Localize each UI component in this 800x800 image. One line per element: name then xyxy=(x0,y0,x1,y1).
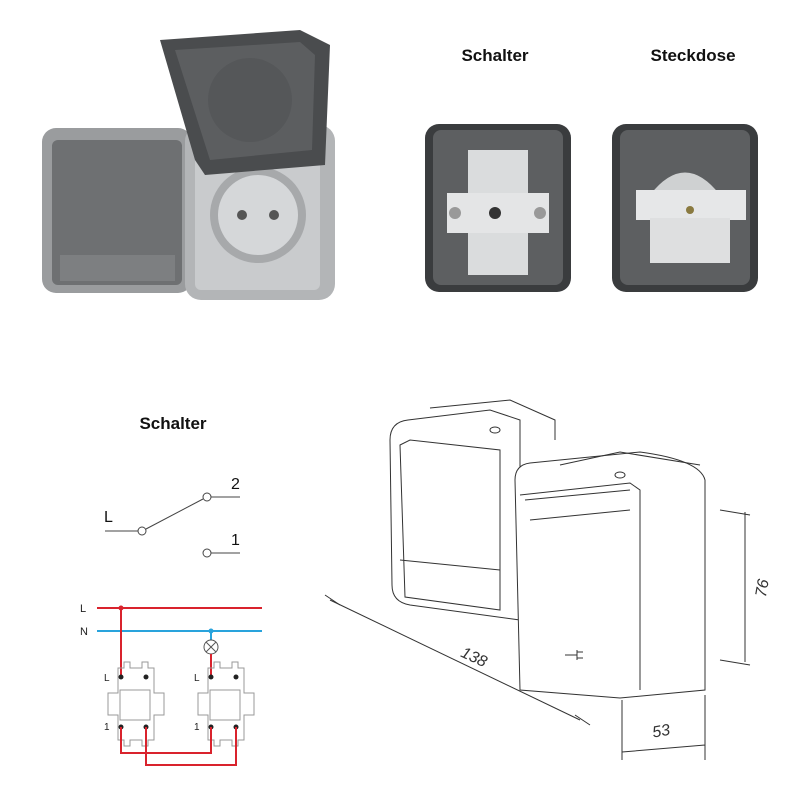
width-dimension-line xyxy=(329,599,581,721)
height-dimension: 76 xyxy=(753,578,773,599)
neutral-label: N xyxy=(80,626,88,638)
photo-socket-interior xyxy=(612,124,758,292)
contact-l-circle xyxy=(137,526,147,536)
wiring-diagram xyxy=(97,605,262,766)
diagram-title: Schalter xyxy=(139,414,207,433)
lamp-icon xyxy=(203,639,219,655)
photo-switch-label: Schalter xyxy=(461,46,529,65)
switch-symbol xyxy=(105,492,240,558)
terminal-1-label-1: 1 xyxy=(104,722,110,733)
line-label: L xyxy=(80,603,86,615)
depth-dimension: 53 xyxy=(651,722,672,742)
terminal-1-label-2: 1 xyxy=(194,722,200,733)
depth-dimension-line xyxy=(621,695,706,760)
switch-input-label: L xyxy=(104,509,113,526)
height-dimension-line xyxy=(719,509,751,666)
width-dimension: 138 xyxy=(458,644,489,671)
switch-contact-2-label: 2 xyxy=(231,476,240,493)
switch-contact-1-label: 1 xyxy=(231,532,240,549)
contact-1-circle xyxy=(202,548,212,558)
terminal-l-label-1: L xyxy=(104,673,110,684)
dimension-drawing xyxy=(324,399,751,760)
terminal-l-label-2: L xyxy=(194,673,200,684)
switch-module-1 xyxy=(107,661,165,747)
photo-socket-label: Steckdose xyxy=(650,46,736,65)
switch-module-2 xyxy=(197,661,255,747)
product-photo-combo xyxy=(42,30,335,300)
contact-2-circle xyxy=(202,492,212,502)
plug-icon xyxy=(565,650,583,660)
photo-switch-interior xyxy=(425,124,571,292)
